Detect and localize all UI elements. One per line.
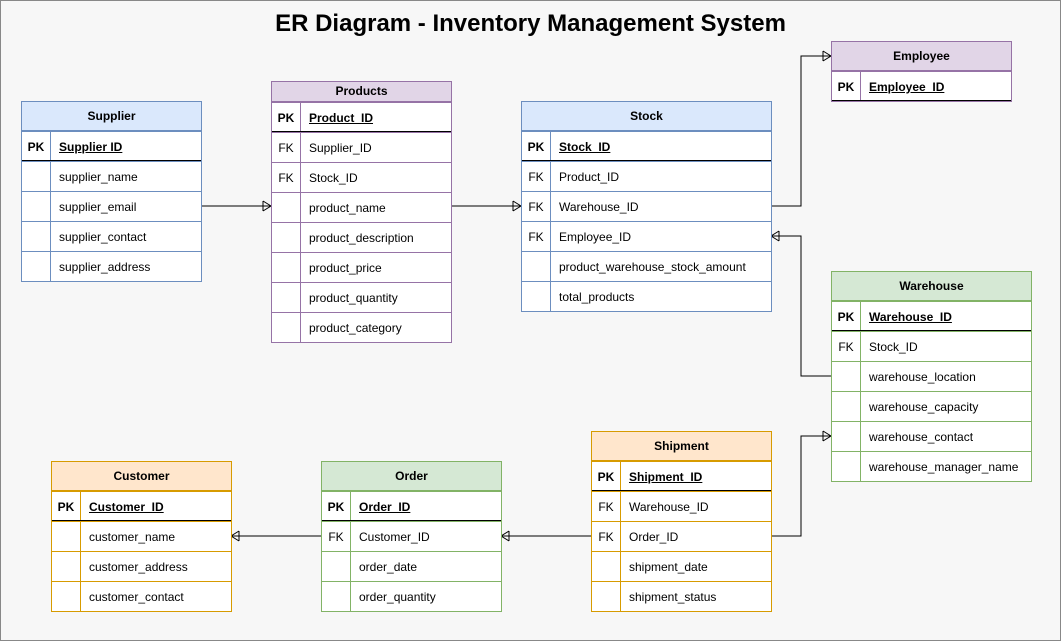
entity-row: supplier_email — [22, 191, 201, 221]
entity-row: warehouse_manager_name — [832, 451, 1031, 481]
entity-row: order_quantity — [322, 581, 501, 611]
entity-header: Order — [322, 462, 501, 491]
entity-header: Employee — [832, 42, 1011, 71]
entity-header: Stock — [522, 102, 771, 131]
entity-row: product_description — [272, 222, 451, 252]
link-shipment-warehouse — [771, 435, 831, 537]
entity-row: warehouse_location — [832, 361, 1031, 391]
entity-row: customer_address — [52, 551, 231, 581]
entity-row: supplier_contact — [22, 221, 201, 251]
entity-row: product_quantity — [272, 282, 451, 312]
entity-row: product_warehouse_stock_amount — [522, 251, 771, 281]
entity-header: Products — [272, 82, 451, 102]
entity-row: customer_contact — [52, 581, 231, 611]
entity-row: supplier_address — [22, 251, 201, 281]
entity-header: Warehouse — [832, 272, 1031, 301]
entity-row: supplier_name — [22, 161, 201, 191]
entity-row: total_products — [522, 281, 771, 311]
entity-header: Customer — [52, 462, 231, 491]
entity-row: product_name — [272, 192, 451, 222]
entity-row: product_category — [272, 312, 451, 342]
entity-row: shipment_date — [592, 551, 771, 581]
entity-row: warehouse_capacity — [832, 391, 1031, 421]
link-stock-employee — [771, 55, 831, 207]
entity-header: Shipment — [592, 432, 771, 461]
entity-row: customer_name — [52, 521, 231, 551]
entity-row: shipment_status — [592, 581, 771, 611]
diagram-title: ER Diagram - Inventory Management System — [275, 10, 786, 37]
entity-row: product_price — [272, 252, 451, 282]
entity-row: order_date — [322, 551, 501, 581]
link-stock-warehouse — [771, 235, 831, 377]
entity-header: Supplier — [22, 102, 201, 131]
entity-row: warehouse_contact — [832, 421, 1031, 451]
